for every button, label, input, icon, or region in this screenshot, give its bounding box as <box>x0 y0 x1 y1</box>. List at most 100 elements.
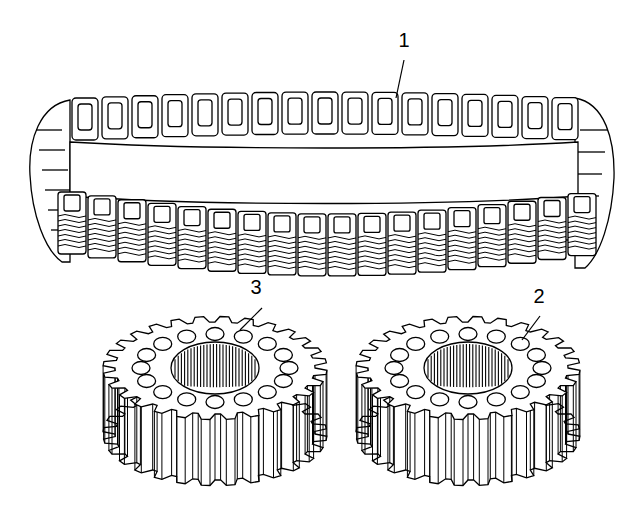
spline-line <box>210 344 211 387</box>
chain-link <box>312 92 338 134</box>
sprocket-hole <box>431 330 449 343</box>
spline-line <box>479 345 480 387</box>
tooth-edge <box>198 413 199 479</box>
tooth-edge <box>576 382 577 448</box>
tooth-edge <box>152 404 153 470</box>
chain-plate-edge <box>118 237 146 240</box>
chain-plate-edge <box>358 241 386 244</box>
chain-plate-edge <box>328 236 356 239</box>
tooth-edge <box>210 420 211 486</box>
chain-plate-stack <box>508 201 536 263</box>
callout-number: 1 <box>397 30 410 50</box>
chain-plate-edge <box>208 252 236 255</box>
spline-line <box>475 344 476 387</box>
chain-plate-edge <box>508 234 536 237</box>
chain-plate-edge <box>58 220 86 223</box>
tooth-edge <box>320 386 321 452</box>
chain-plate-edge <box>358 266 386 269</box>
tooth-edge <box>503 417 504 483</box>
chain-plate-edge <box>448 235 476 238</box>
sprocket-hole <box>533 362 551 375</box>
tooth-edge <box>414 413 415 479</box>
tooth-edge <box>104 377 105 443</box>
chain-plate-edge <box>328 241 356 244</box>
chain-plate-edge <box>148 226 176 229</box>
chain-plate-edge <box>538 230 566 233</box>
tooth-edge <box>530 404 531 470</box>
sprocket-hole <box>154 386 172 399</box>
tooth-edge <box>549 395 550 461</box>
tooth-edge <box>490 413 491 479</box>
chain-plate-edge <box>538 240 566 243</box>
chain-plate-edge <box>538 220 566 223</box>
spline-line <box>178 356 179 382</box>
sprocket-hole <box>274 349 292 362</box>
chain-plate-edge <box>568 221 596 224</box>
chain-link-window <box>378 98 392 124</box>
tooth-edge <box>562 396 563 462</box>
chain-plate-edge <box>88 238 116 241</box>
tooth-edge <box>103 366 104 432</box>
tooth-edge <box>451 413 452 479</box>
chain-plate-edge <box>568 226 596 229</box>
tooth-edge <box>136 397 137 463</box>
chain-plate-edge <box>418 253 446 256</box>
sprocket-hole <box>391 349 409 362</box>
spline-line <box>501 353 502 384</box>
sprocket-face <box>356 317 580 420</box>
spline-line <box>181 353 182 384</box>
chain-plate-edge <box>298 266 326 269</box>
spline-line <box>216 344 217 387</box>
chain-plate-edge <box>58 245 86 248</box>
tooth-edge <box>176 411 177 477</box>
chain-link-window <box>528 103 542 129</box>
chain-plate-edge <box>448 250 476 253</box>
chain-link-window <box>408 99 422 125</box>
chain-plate-edge <box>148 241 176 244</box>
sprocket-hole <box>487 330 505 343</box>
drive-sprocket <box>103 317 327 486</box>
chain-link <box>342 92 368 134</box>
tooth-edge <box>326 374 327 440</box>
spline-line <box>213 344 214 387</box>
spline-line <box>504 356 505 382</box>
spline-line <box>450 346 451 387</box>
chain-plate-edge <box>478 247 506 250</box>
tooth-edge <box>263 408 264 474</box>
tooth-edge <box>546 405 547 471</box>
tooth-edge <box>250 417 251 483</box>
sprocket-hole <box>178 393 196 406</box>
sprocket-hole <box>138 375 156 388</box>
chain-plate-edge <box>388 260 416 263</box>
chain-plate-edge <box>88 228 116 231</box>
chain-link-window <box>258 99 272 125</box>
sprocket-hole <box>258 337 276 350</box>
chain-plate-edge <box>238 249 266 252</box>
chain-plate-edge <box>448 230 476 233</box>
chain-plate-edge <box>36 129 62 130</box>
chain-link-window <box>124 203 140 219</box>
tooth-edge <box>566 392 567 458</box>
chain-plate-edge <box>178 254 206 257</box>
sprocket-hole <box>459 328 477 341</box>
tooth-edge <box>438 418 439 484</box>
chain-plate-edge <box>208 247 236 250</box>
tooth-edge <box>394 407 395 473</box>
tooth-edge <box>134 404 135 470</box>
chain-plate-edge <box>388 250 416 253</box>
chain-plate-edge <box>478 257 506 260</box>
chain-link <box>102 97 128 139</box>
chain-plate-edge <box>118 247 146 250</box>
chain-plate-edge <box>328 261 356 264</box>
chain-link-window <box>454 211 470 227</box>
tooth-edge <box>305 388 306 454</box>
chain-plate-edge <box>328 246 356 249</box>
chain-plate-edge <box>358 256 386 259</box>
sprocket-hole <box>407 386 425 399</box>
sprocket-hole <box>154 337 172 350</box>
sprocket-hole <box>132 362 150 375</box>
chain-link-window <box>184 210 200 226</box>
tooth-edge <box>235 419 236 485</box>
chain-plate-edge <box>58 230 86 233</box>
chain-plate-stack <box>88 196 116 258</box>
